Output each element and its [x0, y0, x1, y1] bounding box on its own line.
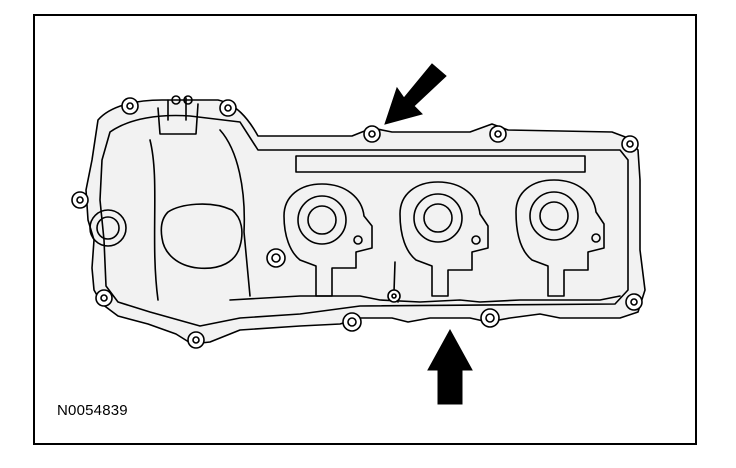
front-curve [149, 139, 159, 301]
figure-id-label: N0054839 [57, 402, 128, 419]
bolt [363, 125, 381, 143]
breather-stud [171, 95, 181, 105]
bolt [121, 97, 139, 115]
bolt [621, 135, 639, 153]
bolt [625, 293, 643, 311]
baffle-plate [295, 155, 586, 173]
breather-bracket [157, 103, 199, 135]
bolt [489, 125, 507, 143]
coil-well-2-bolt [471, 235, 481, 245]
coil-well-3-outline [515, 179, 605, 297]
bolt [387, 289, 401, 303]
coil-well-3-bore [539, 201, 569, 231]
coil-well-2-bore [423, 203, 453, 233]
breather-stud-2 [183, 95, 193, 105]
coil-well-3-ring [529, 191, 579, 241]
bolt [71, 191, 89, 209]
lower-arrow [427, 328, 473, 405]
inner-rim-line [99, 114, 629, 327]
left-port-outer [89, 209, 127, 247]
bolt [219, 99, 237, 117]
coil-well-1-ring [297, 195, 347, 245]
coil-well-1-bore [307, 205, 337, 235]
bolt [480, 308, 500, 328]
bolt [342, 312, 362, 332]
upper-arrow [384, 63, 447, 125]
bolt [95, 289, 113, 307]
bolt [187, 331, 205, 349]
left-port-inner [96, 216, 120, 240]
bolt [266, 248, 286, 268]
coil-well-2-outline [399, 181, 489, 297]
coil-well-3-bolt [591, 233, 601, 243]
oil-fill-cutout [160, 203, 243, 270]
coil-well-1-bolt [353, 235, 363, 245]
perimeter-bolts [71, 97, 643, 349]
breather-bracket-2 [167, 97, 187, 121]
front-curve-2 [219, 129, 251, 297]
coil-well-1-outline [283, 183, 373, 297]
coil-well-2-ring [413, 193, 463, 243]
